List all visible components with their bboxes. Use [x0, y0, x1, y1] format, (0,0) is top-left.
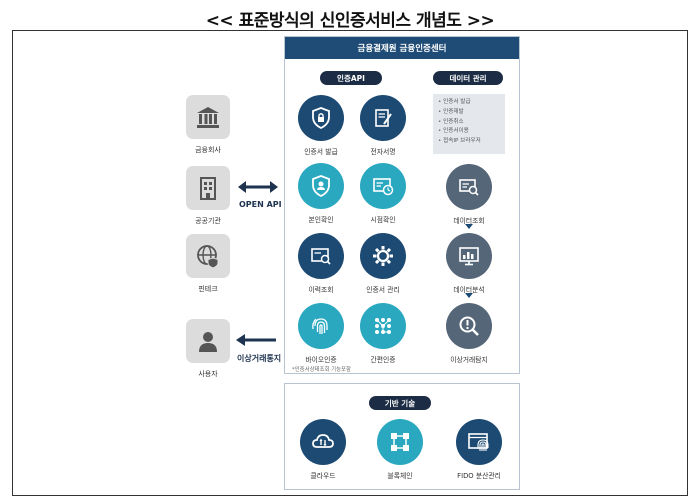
- dot-pattern-icon: [360, 303, 406, 349]
- data-list-box: 인증서 발급 인증재발 인증취소 인증서이용 접속IP 브라우저: [433, 94, 505, 154]
- footnote: *인증서상태조회 기능포함: [292, 367, 351, 373]
- auth-item-label: 이력조회: [308, 286, 334, 294]
- alert-search-icon: [446, 303, 492, 349]
- bank-icon: [186, 95, 230, 139]
- base-item-label: 블록체인: [387, 472, 413, 480]
- entity-label: 금융회사: [195, 146, 221, 154]
- center-header: 금융결제원 금융인증센터: [285, 37, 519, 59]
- entity-financial-company: 금융회사: [173, 95, 243, 155]
- data-list-item: 인증서 발급: [438, 98, 500, 108]
- base-item-label: FIDO 분산관리: [457, 472, 501, 480]
- down-arrow-icon: [465, 293, 473, 298]
- auth-item-label: 전자서명: [370, 148, 396, 156]
- bar-chart-icon: [446, 233, 492, 279]
- auth-item-label: 시점확인: [370, 216, 396, 224]
- shield-lock-icon: [298, 95, 344, 141]
- data-list-item: 인증재발: [438, 108, 500, 118]
- data-list-item: 인증취소: [438, 118, 500, 128]
- fido-fingerprint-icon: [456, 419, 502, 465]
- double-arrow-icon: [238, 181, 278, 193]
- entity-label: 사용자: [198, 370, 218, 378]
- data-list-item: 접속IP 브라우저: [438, 137, 500, 147]
- data-item-label: 이상거래탐지: [450, 356, 488, 364]
- entity-fintech: 핀테크: [173, 234, 243, 294]
- data-item-label: 데이터조회: [453, 217, 485, 225]
- entity-user: 사용자: [173, 319, 243, 379]
- blockchain-icon: [377, 419, 423, 465]
- data-management-pill: 데이터 관리: [433, 71, 503, 85]
- data-item-label: 데이터분석: [453, 286, 485, 294]
- auth-item-label: 본인확인: [308, 216, 334, 224]
- user-shield-icon: [298, 163, 344, 209]
- data-search-icon: [446, 164, 492, 210]
- user-icon: [186, 319, 230, 363]
- auth-item-label: 간편인증: [370, 356, 396, 364]
- auth-api-pill: 인증API: [320, 71, 382, 85]
- page-title: << 표준방식의 신인증서비스 개념도 >>: [205, 11, 495, 31]
- down-arrow-icon: [465, 224, 473, 229]
- entity-public-institution: 공공기관: [173, 166, 243, 226]
- globe-shield-icon: [186, 234, 230, 278]
- data-list-item: 인증서이용: [438, 127, 500, 137]
- entity-label: 핀테크: [198, 285, 218, 293]
- gear-icon: [360, 233, 406, 279]
- diagram-frame: [12, 30, 688, 496]
- fraud-notice-label: 이상거래통지: [237, 354, 282, 363]
- open-api-label: OPEN API: [239, 200, 282, 209]
- fingerprint-icon: [298, 303, 344, 349]
- base-item-label: 클라우드: [310, 472, 336, 480]
- base-tech-pill: 기반 기술: [369, 396, 431, 410]
- auth-item-label: 인증서 관리: [366, 286, 400, 294]
- building-icon: [186, 166, 230, 210]
- auth-item-label: 바이오인증: [305, 356, 337, 364]
- history-search-icon: [298, 233, 344, 279]
- auth-item-label: 인증서 발급: [304, 148, 338, 156]
- time-stamp-icon: [360, 163, 406, 209]
- left-arrow-icon: [236, 334, 276, 346]
- cloud-icon: [300, 419, 346, 465]
- entity-label: 공공기관: [195, 217, 221, 225]
- document-sign-icon: [360, 95, 406, 141]
